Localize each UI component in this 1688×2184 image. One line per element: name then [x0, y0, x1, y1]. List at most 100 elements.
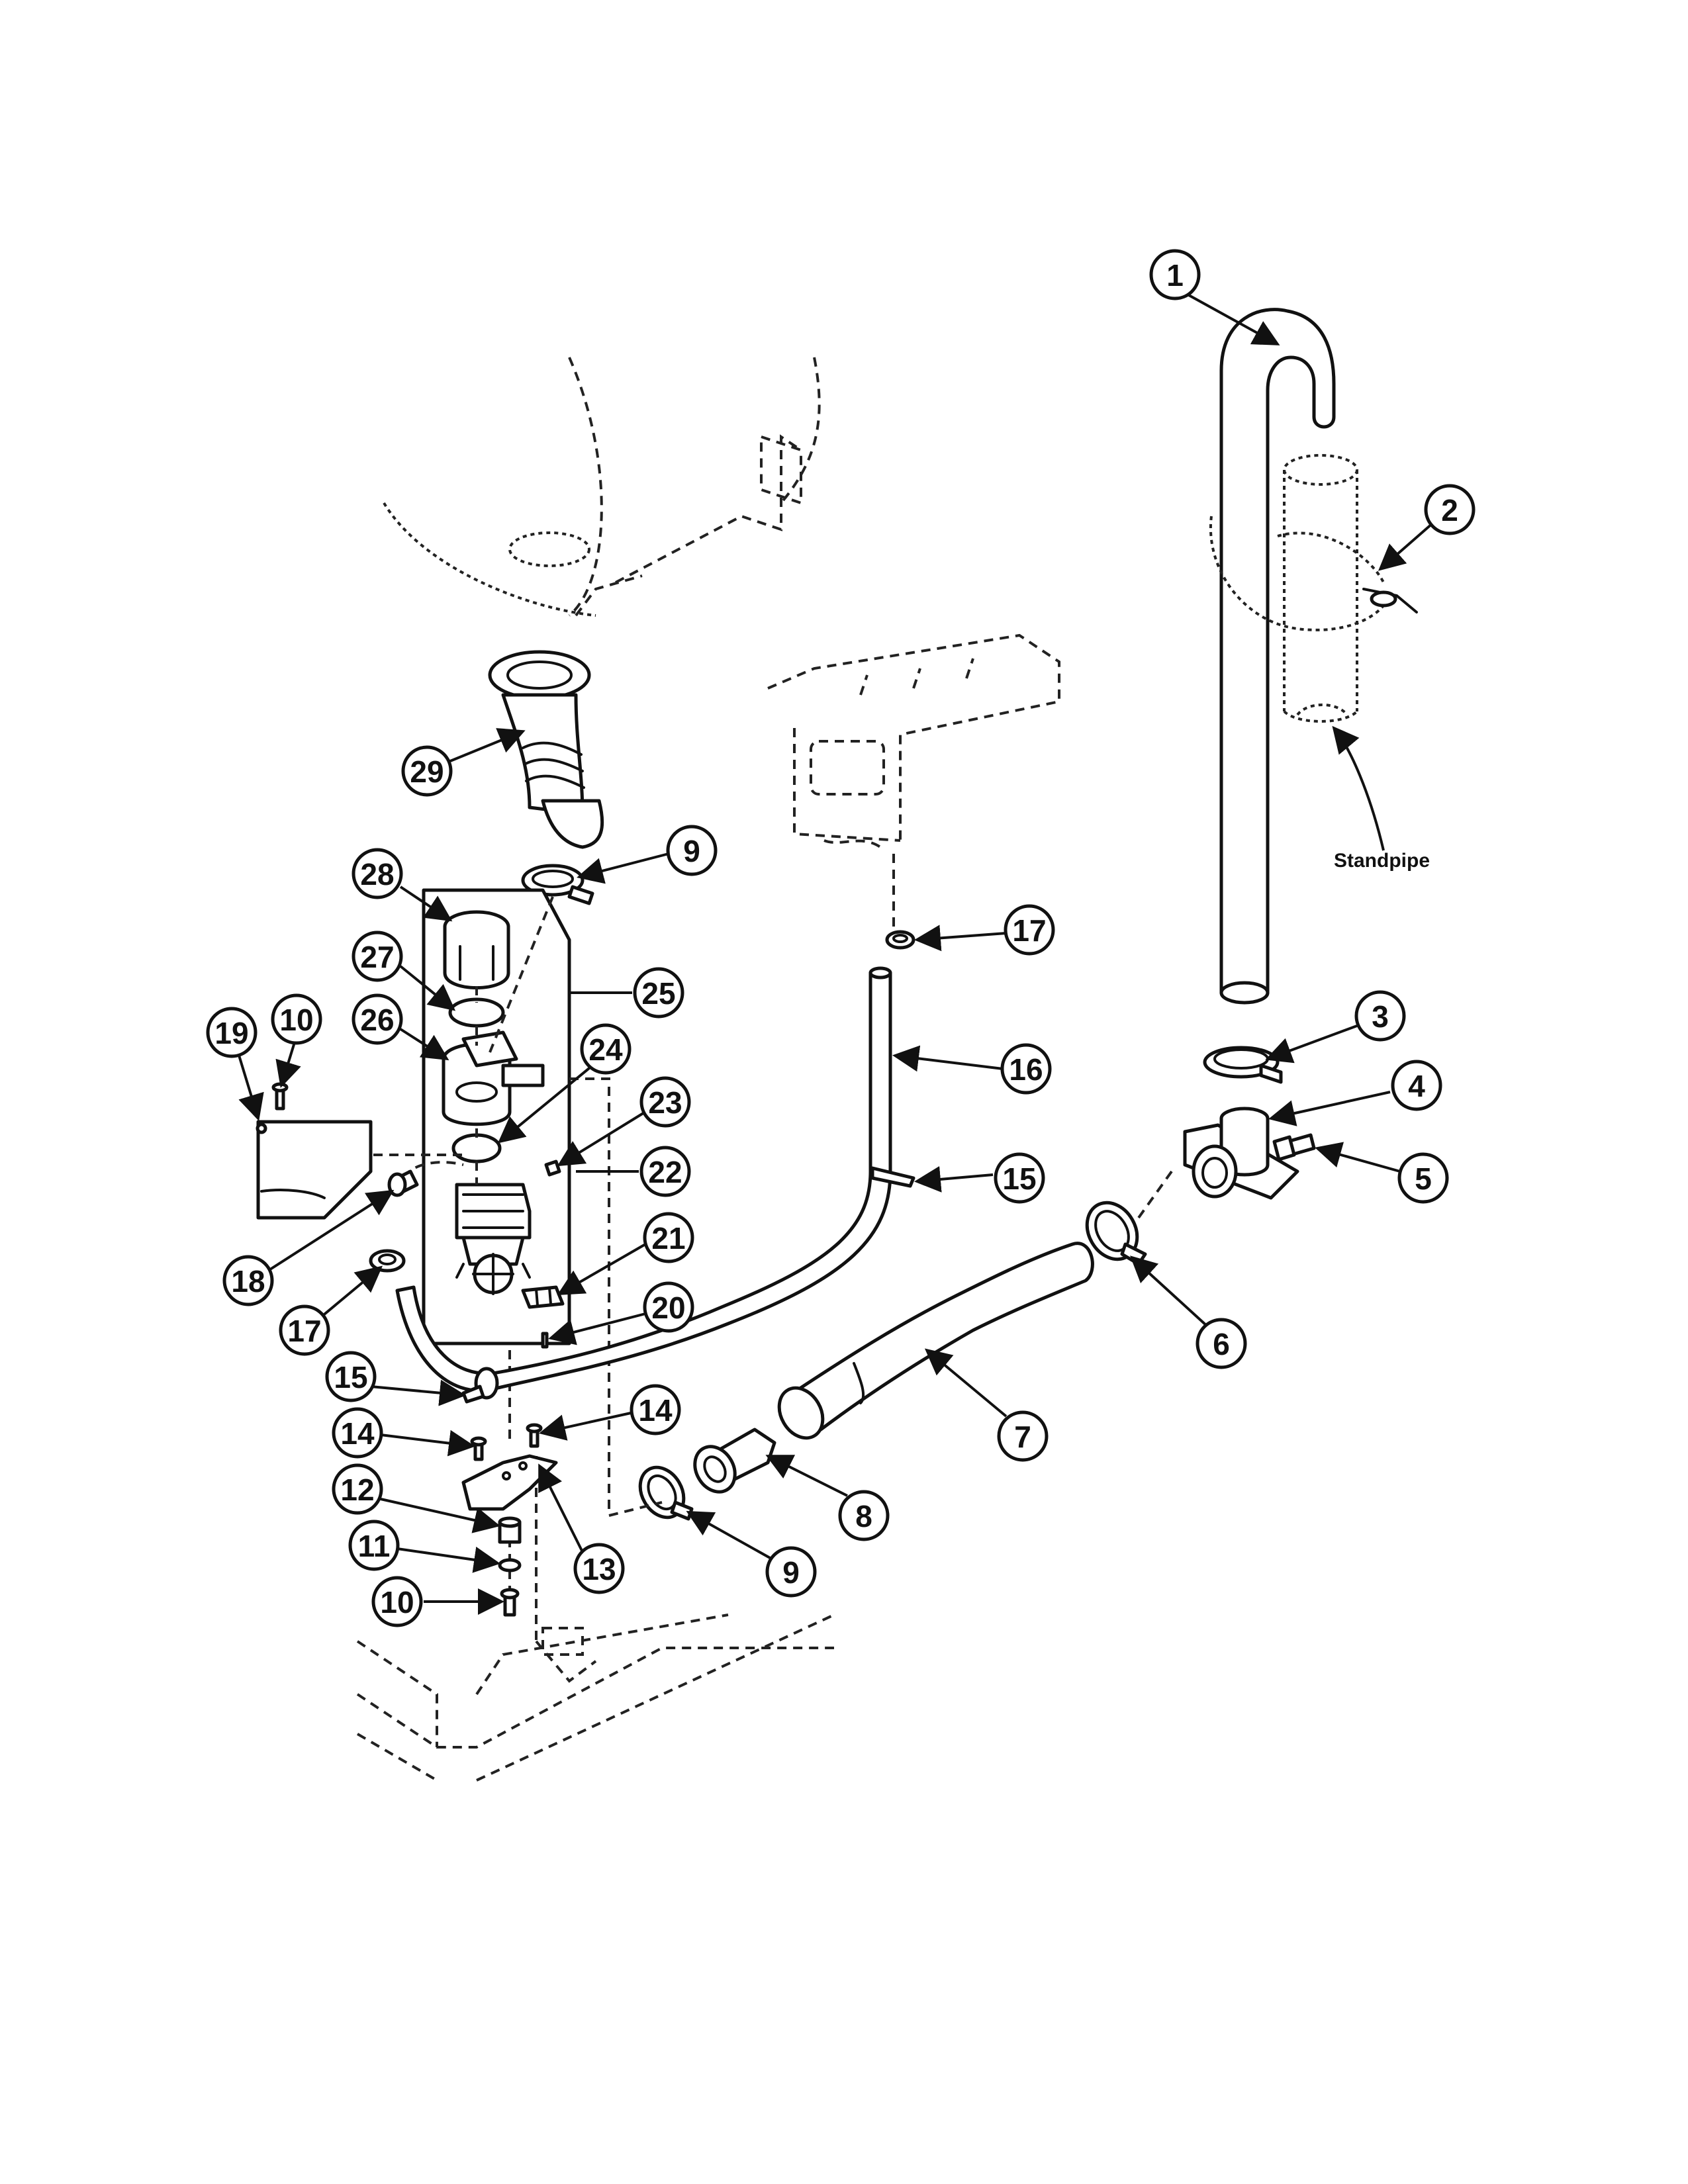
spacer-12 — [498, 1516, 522, 1544]
callout-9-lower: 9 — [765, 1546, 817, 1598]
callout-16: 16 — [1000, 1043, 1052, 1095]
callout-1: 1 — [1149, 249, 1201, 300]
svg-text:9: 9 — [782, 1555, 800, 1590]
callout-19: 19 — [206, 1007, 258, 1058]
callout-27: 27 — [352, 931, 403, 982]
callout-28: 28 — [352, 848, 403, 899]
svg-text:5: 5 — [1415, 1161, 1432, 1196]
drain-adapter — [693, 1428, 776, 1494]
o-ring-27 — [448, 997, 505, 1028]
svg-text:2: 2 — [1441, 493, 1458, 527]
svg-text:23: 23 — [648, 1085, 682, 1120]
pump-shield — [256, 1120, 373, 1220]
svg-text:8: 8 — [855, 1499, 872, 1533]
callout-5: 5 — [1397, 1152, 1449, 1204]
svg-text:24: 24 — [588, 1032, 623, 1067]
callout-13: 13 — [573, 1543, 625, 1594]
hose-clip-15-upper — [870, 1166, 915, 1188]
hose-clamp-9-lower — [638, 1465, 694, 1521]
callout-26: 26 — [352, 993, 403, 1045]
o-ring-24 — [451, 1133, 502, 1163]
svg-text:14: 14 — [638, 1393, 673, 1428]
svg-text:4: 4 — [1408, 1069, 1425, 1103]
callout-15-upper: 15 — [994, 1152, 1045, 1204]
callout-15-lower: 15 — [325, 1351, 377, 1402]
svg-text:14: 14 — [340, 1416, 375, 1451]
callout-9-upper: 9 — [666, 825, 718, 876]
boot-bellows — [488, 650, 604, 849]
fill-hose — [395, 966, 892, 1392]
callout-4: 4 — [1391, 1060, 1442, 1111]
callout-11: 11 — [348, 1520, 400, 1571]
svg-text:12: 12 — [340, 1473, 374, 1507]
callout-20: 20 — [643, 1281, 694, 1333]
svg-text:25: 25 — [641, 976, 675, 1011]
hose-clamp-9-upper — [521, 864, 594, 905]
hose-clip-15-lower — [461, 1367, 499, 1404]
drain-hose-hook — [1219, 308, 1336, 1005]
pump-cover — [443, 910, 510, 989]
svg-text:9: 9 — [683, 834, 700, 868]
callout-25: 25 — [633, 967, 684, 1019]
standpipe-label: Standpipe — [1334, 850, 1430, 872]
base-frame-outline — [356, 1614, 835, 1782]
svg-text:18: 18 — [231, 1264, 265, 1298]
svg-text:17: 17 — [1012, 913, 1046, 948]
callout-24: 24 — [580, 1023, 632, 1075]
callout-29: 29 — [401, 745, 453, 797]
pump-body — [442, 1030, 545, 1126]
callout-6: 6 — [1196, 1318, 1247, 1369]
hose-connector-18 — [387, 1169, 419, 1197]
control-housing-outline — [767, 633, 1060, 848]
callout-14-right: 14 — [630, 1384, 681, 1435]
svg-text:13: 13 — [582, 1552, 616, 1586]
screw-10-lower — [500, 1588, 520, 1617]
svg-text:29: 29 — [410, 754, 444, 789]
callout-17-upper: 17 — [1004, 904, 1055, 956]
callout-10-upper: 10 — [271, 993, 322, 1045]
callout-14-left: 14 — [332, 1407, 383, 1459]
callout-21: 21 — [643, 1212, 694, 1263]
svg-text:11: 11 — [358, 1529, 391, 1563]
grommet-17-upper — [885, 930, 915, 950]
svg-text:1: 1 — [1166, 258, 1184, 293]
svg-text:15: 15 — [334, 1360, 367, 1394]
bracket-21 — [521, 1285, 565, 1309]
standpipe — [1283, 454, 1358, 723]
tub-outline — [383, 357, 821, 617]
screw-14-left — [470, 1436, 487, 1461]
svg-text:20: 20 — [651, 1291, 685, 1325]
callout-10-lower: 10 — [371, 1576, 423, 1627]
pump-motor — [455, 1183, 532, 1295]
screw-20 — [541, 1332, 549, 1349]
callouts: 1 2 3 4 5 6 7 8 9 9 10 10 11 — [206, 249, 1476, 1627]
callout-23: 23 — [639, 1076, 691, 1128]
callout-12: 12 — [332, 1463, 383, 1515]
callout-2: 2 — [1424, 484, 1476, 535]
svg-text:26: 26 — [360, 1003, 394, 1037]
bracket-13 — [461, 1454, 558, 1511]
screw-5 — [1272, 1133, 1316, 1161]
svg-text:16: 16 — [1009, 1052, 1043, 1087]
callout-17-lower: 17 — [279, 1304, 330, 1356]
assembly-lines — [278, 854, 1173, 1641]
svg-text:6: 6 — [1213, 1327, 1230, 1361]
hose-clamp-3 — [1203, 1046, 1283, 1084]
grommet-17-lower — [369, 1249, 406, 1273]
svg-text:19: 19 — [214, 1016, 248, 1050]
svg-text:10: 10 — [279, 1003, 313, 1037]
svg-text:22: 22 — [648, 1155, 682, 1189]
svg-text:3: 3 — [1372, 999, 1389, 1034]
screw-23 — [544, 1160, 561, 1177]
callout-7: 7 — [997, 1410, 1049, 1462]
callout-18: 18 — [222, 1255, 274, 1306]
bead-chain — [1209, 516, 1418, 631]
callout-22: 22 — [639, 1146, 691, 1197]
callout-8: 8 — [838, 1490, 890, 1541]
svg-text:21: 21 — [651, 1221, 685, 1255]
svg-text:27: 27 — [360, 940, 394, 974]
drain-elbow — [1183, 1107, 1299, 1200]
svg-text:15: 15 — [1002, 1161, 1036, 1196]
svg-text:7: 7 — [1014, 1420, 1031, 1454]
